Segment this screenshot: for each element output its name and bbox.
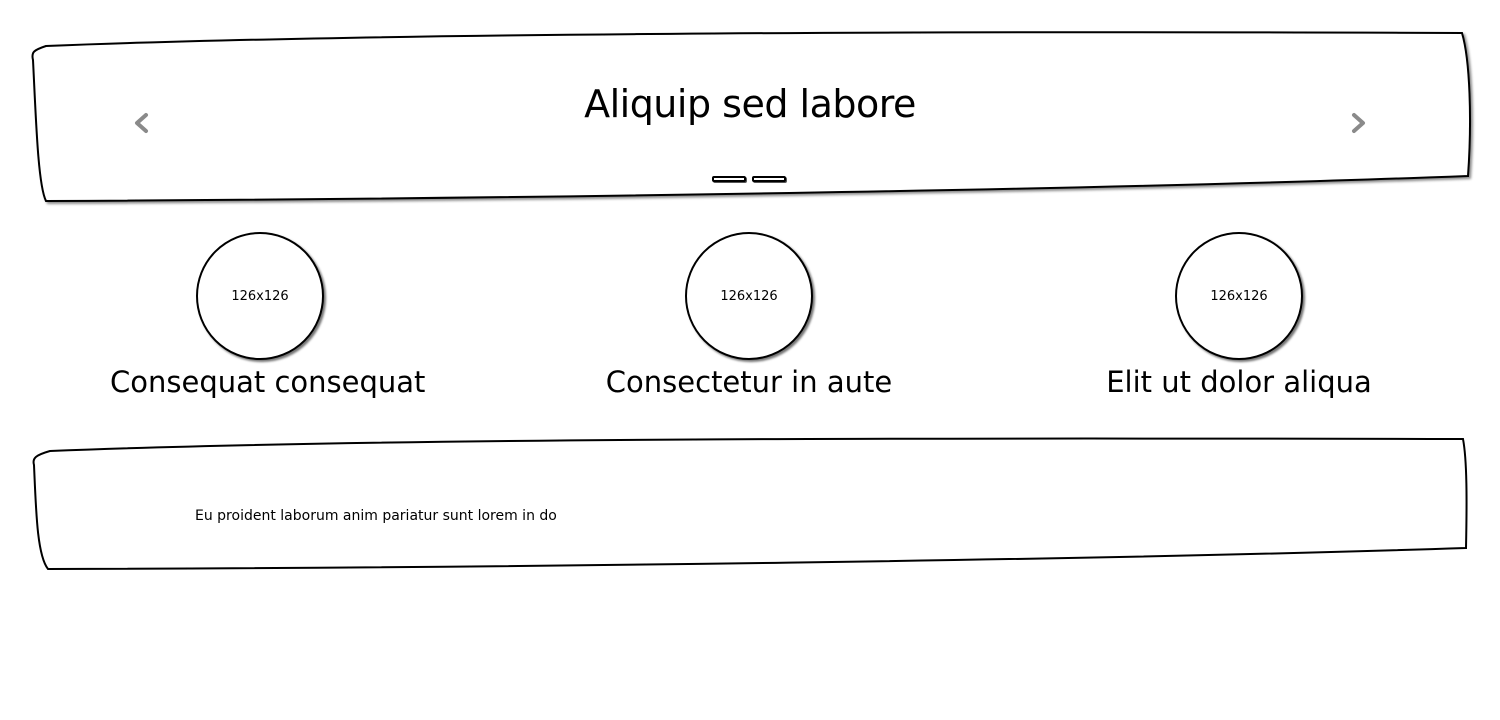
- chevron-left-icon: [135, 113, 148, 133]
- carousel-indicator-2[interactable]: [752, 176, 786, 182]
- feature-image: 126x126: [196, 232, 324, 360]
- chevron-right-icon: [1352, 113, 1365, 133]
- feature-title: Elit ut dolor aliqua: [1106, 365, 1372, 399]
- image-placeholder-label: 126x126: [720, 288, 778, 304]
- feature-item: 126x126 Consectetur in aute: [599, 232, 899, 400]
- carousel-prev-button[interactable]: [121, 103, 161, 143]
- feature-item: 126x126 Elit ut dolor aliqua: [1089, 232, 1389, 400]
- image-placeholder-label: 126x126: [1210, 288, 1268, 304]
- carousel-next-button[interactable]: [1339, 103, 1379, 143]
- feature-title: Consectetur in aute: [605, 365, 893, 399]
- feature-image: 126x126: [685, 232, 813, 360]
- carousel-indicator-1[interactable]: [712, 176, 746, 182]
- panel-text: Eu proident laborum anim pariatur sunt l…: [195, 508, 557, 524]
- feature-item: 126x126 Consequat consequat: [110, 232, 426, 400]
- text-panel-frame: [32, 437, 1468, 571]
- feature-image: 126x126: [1175, 232, 1303, 360]
- feature-title: Consequat consequat: [110, 365, 426, 399]
- carousel-title: Aliquip sed labore: [584, 82, 916, 126]
- image-placeholder-label: 126x126: [231, 288, 289, 304]
